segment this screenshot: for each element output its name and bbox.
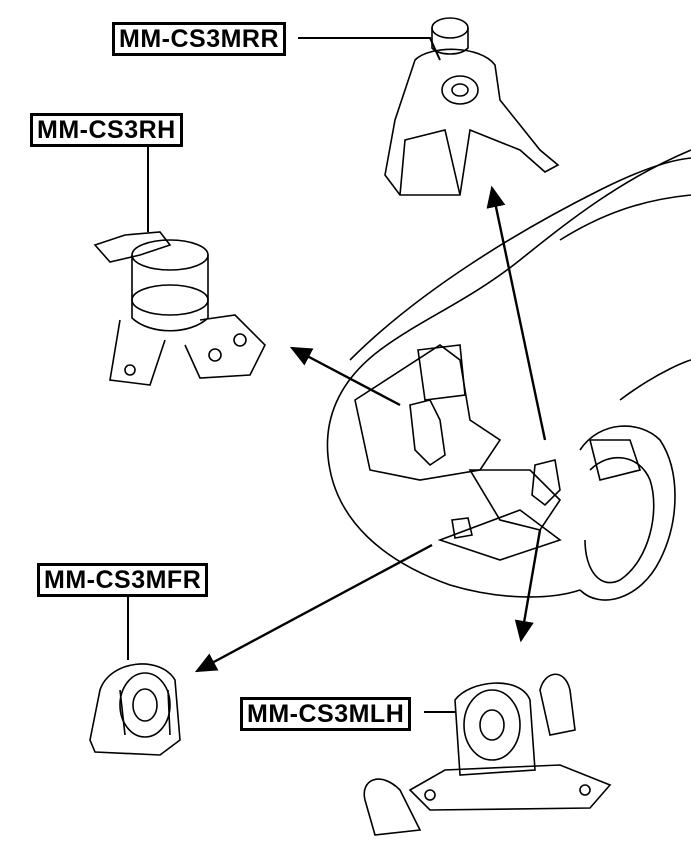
arrow-to-right-mount xyxy=(289,346,401,407)
part-label-left-mount: MM-CS3MLH xyxy=(240,697,412,731)
arrow-to-rear-mount xyxy=(486,185,547,441)
front-mount-part xyxy=(89,663,181,756)
engine-mounts-on-car xyxy=(409,399,561,539)
part-label-right-mount: MM-CS3RH xyxy=(30,113,183,147)
arrow-to-front-mount xyxy=(194,543,433,673)
left-mount-part xyxy=(363,673,612,836)
arrow-to-left-mount xyxy=(514,529,542,643)
leader-arrows xyxy=(194,185,547,673)
part-label-front-mount: MM-CS3MFR xyxy=(37,563,209,597)
part-label-rear-mount: MM-CS3MRR xyxy=(112,22,287,56)
car-body-outline xyxy=(326,149,691,601)
right-mount-part xyxy=(93,231,266,386)
rear-mount-part xyxy=(384,17,560,196)
label-leader-lines xyxy=(127,37,455,713)
